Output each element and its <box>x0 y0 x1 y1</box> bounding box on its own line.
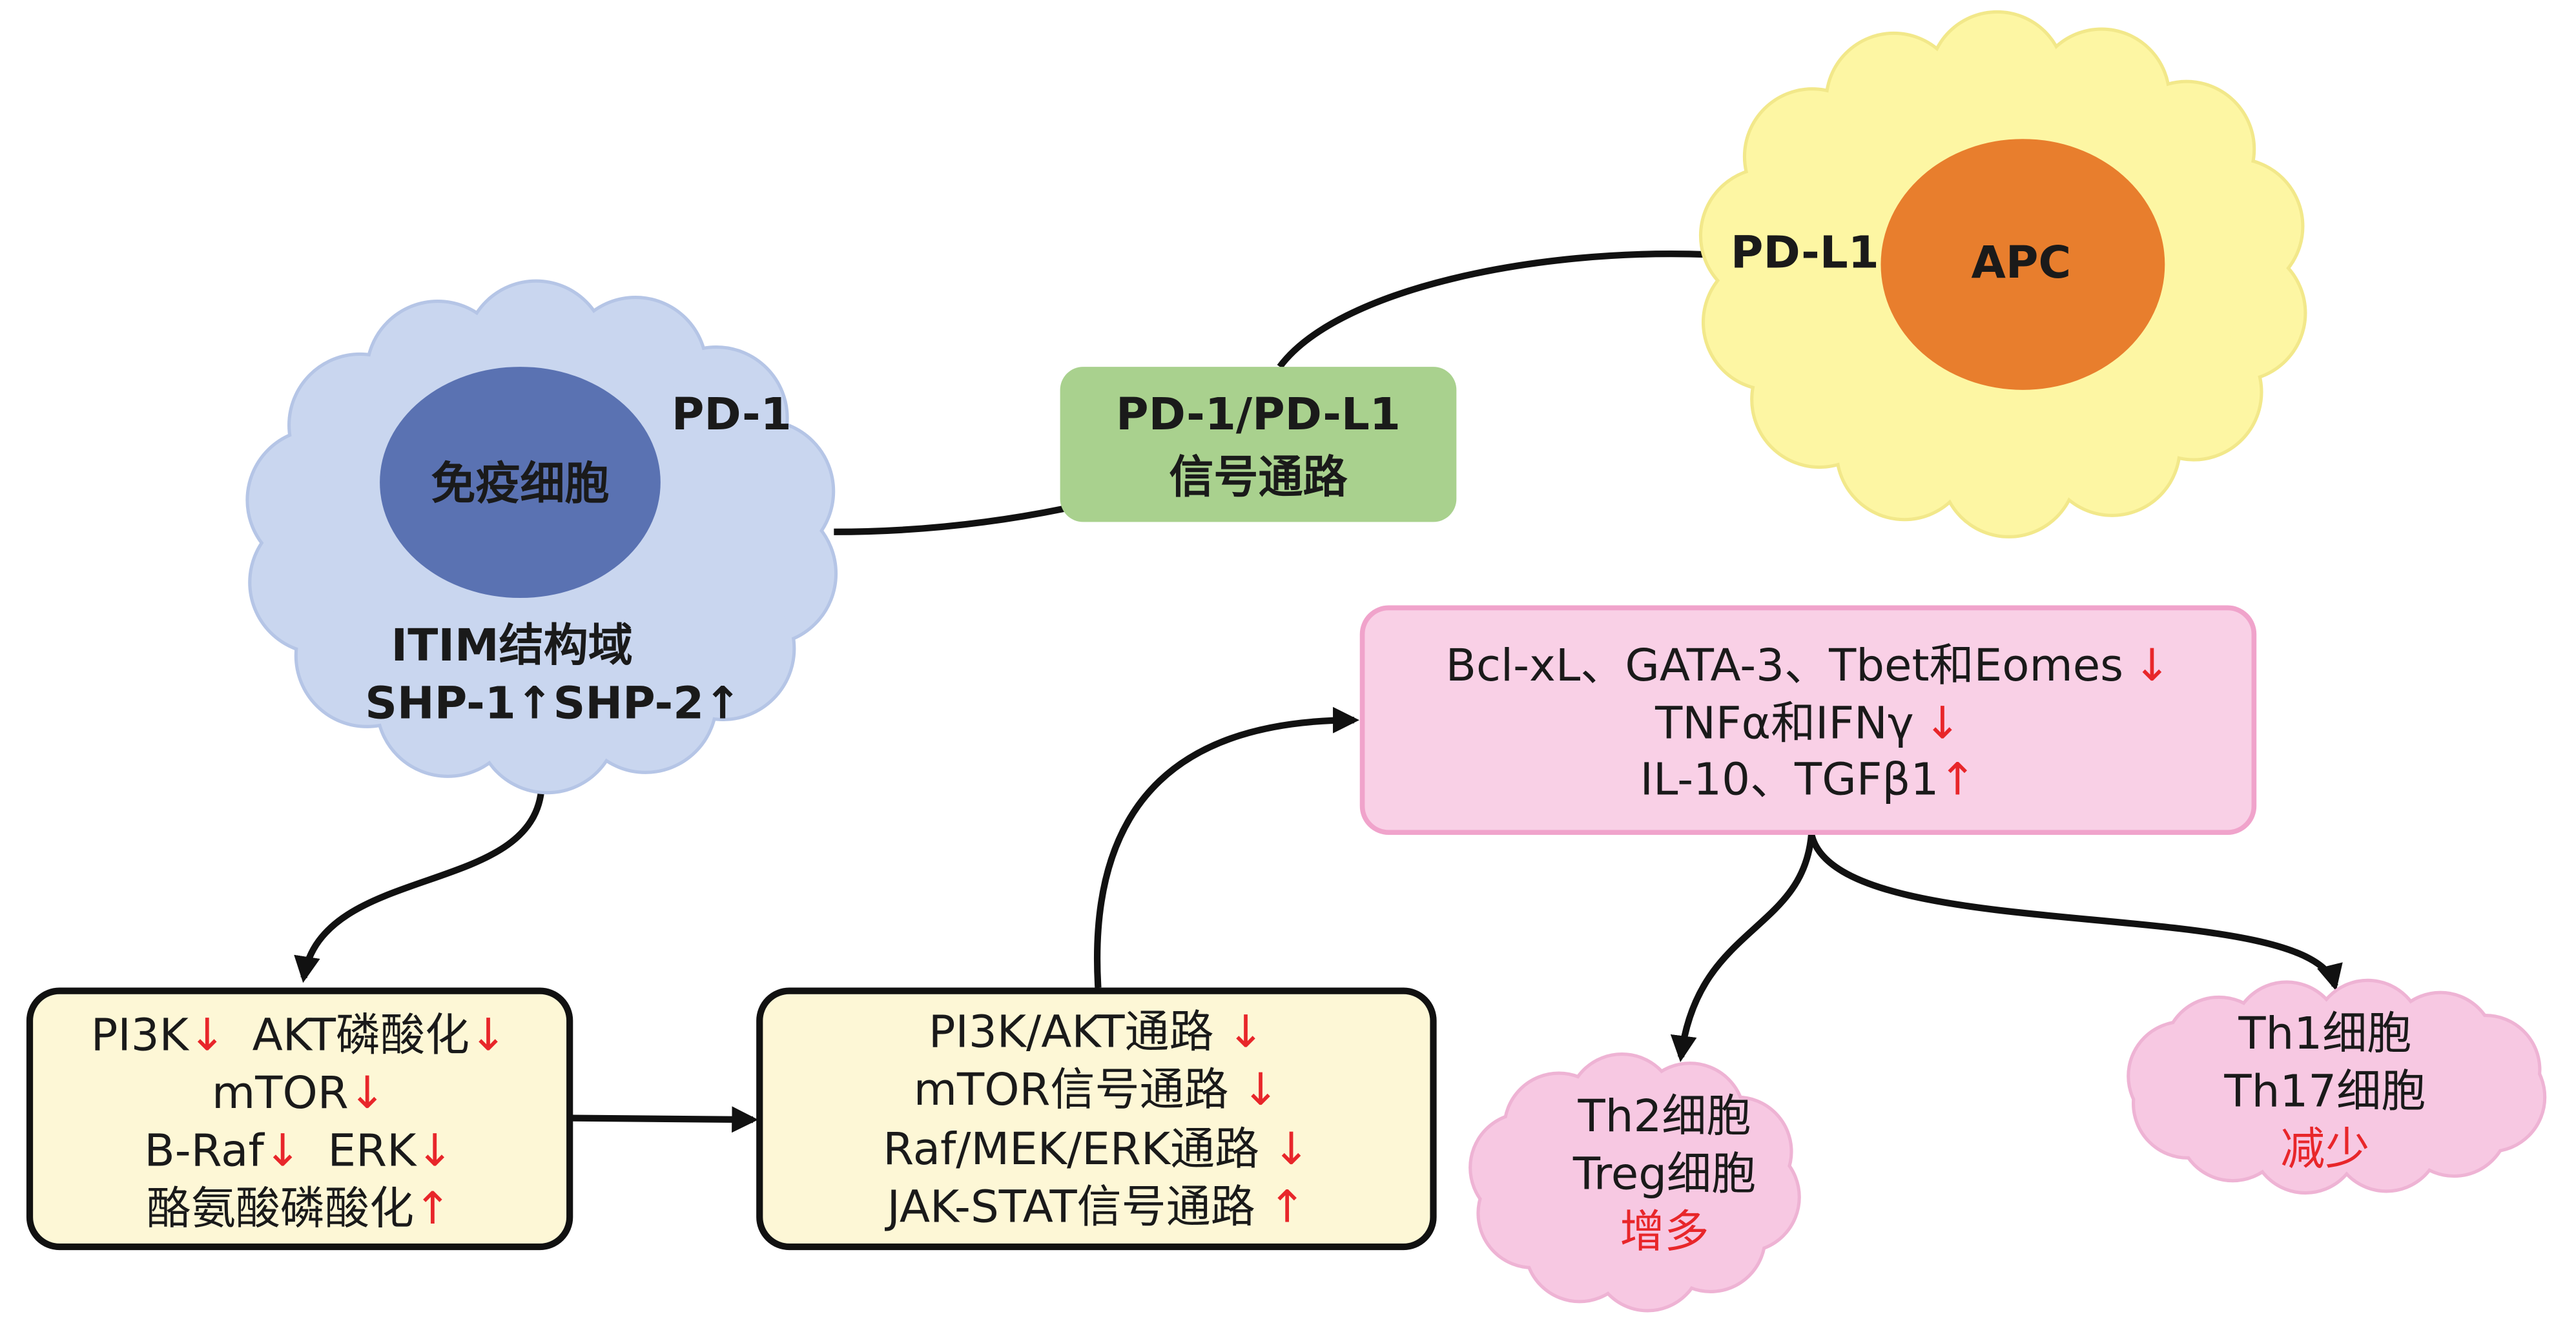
down-arrow: ↓ <box>2134 640 2171 692</box>
up-arrow: ↑ <box>1939 754 1976 805</box>
th2-cloud <box>1468 1052 1801 1313</box>
pathway-changes-line: Raf/MEK/ERK通路 ↓ <box>883 1123 1310 1175</box>
cytokine-line: TNFα和IFNγ↓ <box>1654 697 1961 749</box>
signaling-box <box>26 987 573 1251</box>
th1-cloud <box>2127 978 2547 1195</box>
th17-cell-label: Th17细胞 <box>2223 1066 2426 1118</box>
cytokine-box <box>1359 605 2257 835</box>
shp-label: SHP-1↑SHP-2↑ <box>365 678 741 730</box>
signaling-box-line: mTOR↓ <box>212 1067 386 1119</box>
th1-cell-label: Th1细胞 <box>2238 1008 2411 1060</box>
down-arrow: ↓ <box>264 1125 302 1177</box>
itim-domain-label: ITIM结构域 <box>391 620 633 672</box>
pathway-changes-box <box>756 987 1437 1251</box>
cloud-body <box>1522 1108 1747 1257</box>
cytokine-line: IL-10、TGFβ1↑ <box>1640 754 1977 805</box>
connector-immune-to-pathway <box>834 505 1064 535</box>
pathway-changes-line: JAK-STAT信号通路 ↑ <box>885 1182 1306 1233</box>
down-arrow: ↓ <box>469 1010 507 1061</box>
cytokine-text: TNFα和IFNγ <box>1654 697 1914 749</box>
down-arrow: ↓ <box>1273 1123 1310 1175</box>
arrow-cytokines-to-th1 <box>1808 833 2343 991</box>
down-arrow: ↓ <box>189 1010 226 1061</box>
cloud-body <box>2179 1034 2494 1140</box>
signaling-item-text: 酪氨酸磷酸化 <box>147 1183 414 1235</box>
arrow-immune-to-signaling <box>294 775 545 983</box>
arrow-cytokines-to-th2 <box>1670 834 1815 1063</box>
th2-change-label: 增多 <box>1620 1206 1709 1258</box>
signaling-item-text: AKT磷酸化 <box>252 1010 469 1061</box>
signaling-item-text: B-Raf <box>144 1125 265 1177</box>
pdl1-ligand-label: PD-L1 <box>1731 227 1879 279</box>
down-arrow: ↓ <box>1227 1007 1264 1058</box>
apc-core <box>1880 139 2165 390</box>
th2-cell-label: Th2细胞 <box>1578 1091 1751 1142</box>
pathway-name: JAK-STAT信号通路 <box>885 1182 1255 1233</box>
connector-pathway-to-pdl1 <box>1277 251 1708 369</box>
th1-change-label: 减少 <box>2280 1123 2369 1175</box>
cytokine-text: IL-10、TGFβ1 <box>1640 754 1939 805</box>
apc-label: APC <box>1971 237 2071 289</box>
pathway-box <box>1060 367 1457 522</box>
pathway-name: PI3K/AKT通路 <box>929 1007 1214 1058</box>
signaling-box-line: 酪氨酸磷酸化↑ <box>147 1183 451 1235</box>
immune-cell-core <box>380 367 661 599</box>
down-arrow: ↓ <box>349 1067 386 1119</box>
pathway-box-line2: 信号通路 <box>1169 451 1348 503</box>
pathway-name: Raf/MEK/ERK通路 <box>883 1123 1259 1175</box>
signaling-item-text: mTOR <box>212 1067 349 1119</box>
up-arrow: ↑ <box>414 1183 451 1235</box>
signaling-item-text: PI3K <box>91 1010 190 1061</box>
arrow-pathways-to-cytokines <box>1094 706 1359 988</box>
signaling-box-line: B-Raf↓ERK↓ <box>144 1125 453 1177</box>
down-arrow: ↓ <box>1242 1064 1279 1116</box>
pathway-name: mTOR信号通路 <box>914 1064 1229 1116</box>
pathway-changes-line: PI3K/AKT通路 ↓ <box>929 1007 1264 1058</box>
down-arrow: ↓ <box>1924 697 1961 749</box>
down-arrow: ↓ <box>416 1125 453 1177</box>
signaling-item-text: ERK <box>328 1125 418 1177</box>
arrow-signaling-to-pathways <box>570 1106 759 1133</box>
cytokine-text: Bcl-xL、GATA-3、Tbet和Eomes <box>1446 640 2124 692</box>
pathway-box-line1: PD-1/PD-L1 <box>1116 389 1401 440</box>
signaling-box-line: PI3K↓AKT磷酸化↓ <box>91 1010 507 1061</box>
up-arrow: ↑ <box>1268 1182 1306 1233</box>
pathway-changes-line: mTOR信号通路↓ <box>914 1064 1279 1116</box>
cytokine-line: Bcl-xL、GATA-3、Tbet和Eomes↓ <box>1446 640 2171 692</box>
pd1-receptor-label: PD-1 <box>672 389 792 440</box>
treg-cell-label: Treg细胞 <box>1572 1148 1756 1200</box>
immune-cell-label: 免疫细胞 <box>431 458 609 510</box>
